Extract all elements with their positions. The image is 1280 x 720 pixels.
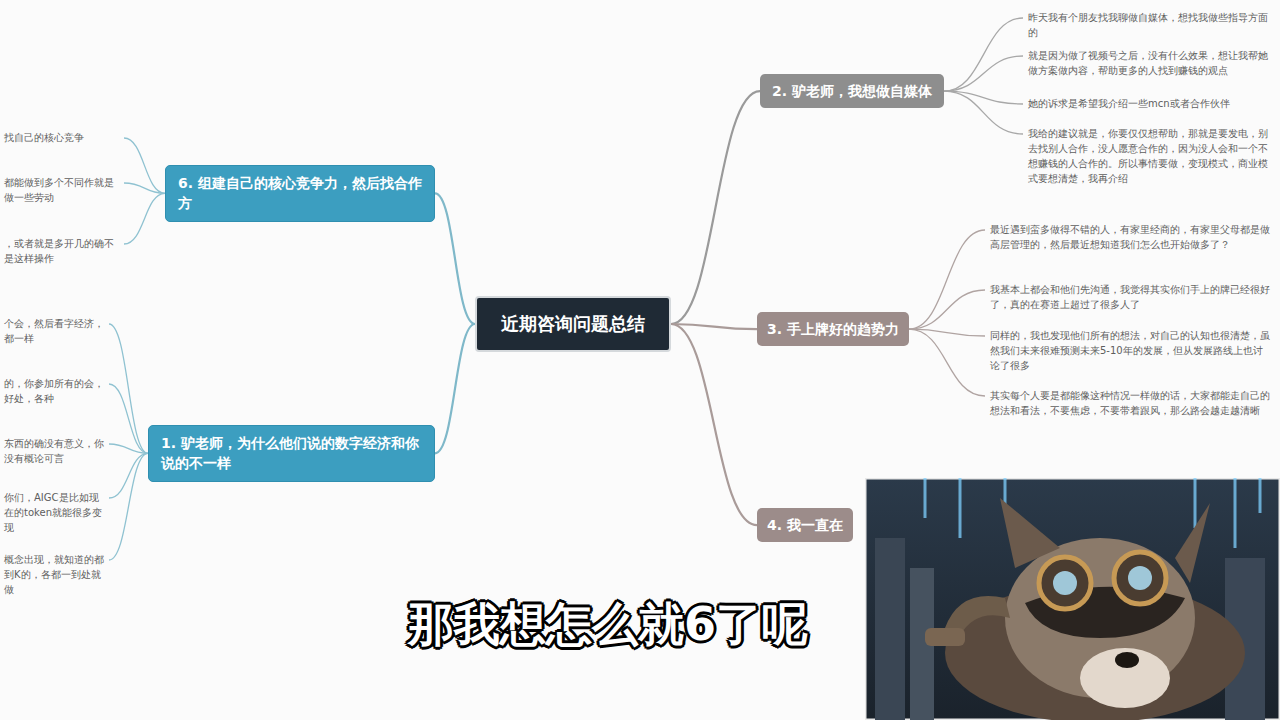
leaf-note: 我给的建议就是，你要仅仅想帮助，那就是要发电，别去找别人合作，没人愿意合作的，因…	[1028, 126, 1273, 186]
note-text: 我给的建议就是，你要仅仅想帮助，那就是要发电，别去找别人合作，没人愿意合作的，因…	[1028, 126, 1273, 186]
video-overlay	[865, 478, 1280, 720]
topic-text: 1. 驴老师，为什么他们说的数字经济和你说的不一样	[161, 433, 422, 474]
branch-connector	[109, 444, 148, 453]
note-text: 其实每个人要是都能像这种情况一样做的话，大家都能走自己的想法和看法，不要焦虑，不…	[990, 388, 1270, 418]
note-text: 找自己的核心竞争	[4, 130, 119, 145]
branch-connector	[909, 329, 985, 396]
branch-connector	[671, 91, 760, 324]
branch-connector	[109, 453, 148, 560]
branch-connector	[435, 193, 475, 324]
note-text: 的，你参加所有的会，好处，各种	[4, 376, 104, 406]
leaf-note: ，或者就是多开几的确不是这样操作	[4, 236, 119, 266]
note-text: 概念出现，就知道的都到K的，各都一到处就做	[4, 552, 104, 597]
note-text: 东西的确没有意义，你没有概论可言	[4, 436, 104, 466]
branch-connector	[944, 91, 1023, 134]
leaf-note: 其实每个人要是都能像这种情况一样做的话，大家都能走自己的想法和看法，不要焦虑，不…	[990, 388, 1270, 418]
branch-connector	[109, 384, 148, 453]
leaf-note: 的，你参加所有的会，好处，各种	[4, 376, 104, 406]
note-text: 你们，AIGC是比如现在的token就能很多变现	[4, 490, 104, 535]
note-text: 昨天我有个朋友找我聊做自媒体，想找我做些指导方面的	[1028, 10, 1273, 40]
topic-text: 3. 手上牌好的趋势力	[767, 319, 899, 339]
note-text: 最近遇到蛮多做得不错的人，有家里经商的，有家里父母都是做高层管理的，然后最近想知…	[990, 222, 1270, 252]
branch-connector	[909, 290, 985, 329]
leaf-note: 找自己的核心竞争	[4, 130, 119, 145]
branch-connector	[124, 183, 165, 193]
note-text: 都能做到多个不同作就是做一些劳动	[4, 175, 119, 205]
branch-connector	[109, 324, 148, 453]
leaf-note: 个会，然后看字经济，都一样	[4, 316, 104, 346]
branch-connector	[944, 18, 1023, 91]
note-text: 她的诉求是希望我介绍一些mcn或者合作伙伴	[1028, 96, 1273, 111]
note-text: 同样的，我也发现他们所有的想法，对自己的认知也很清楚，虽然我们未来很难预测未来5…	[990, 328, 1270, 373]
topic-text: 6. 组建自己的核心竞争力，然后找合作方	[178, 173, 422, 214]
leaf-note: 你们，AIGC是比如现在的token就能很多变现	[4, 490, 104, 535]
branch-connector	[671, 324, 757, 525]
leaf-note: 东西的确没有意义，你没有概论可言	[4, 436, 104, 466]
branch-box: 3. 手上牌好的趋势力	[757, 312, 909, 346]
branch-connector	[944, 56, 1023, 91]
leaf-note: 最近遇到蛮多做得不错的人，有家里经商的，有家里父母都是做高层管理的，然后最近想知…	[990, 222, 1270, 252]
branch-connector	[909, 230, 985, 329]
branch-connector	[909, 329, 985, 336]
leaf-note: 同样的，我也发现他们所有的想法，对自己的认知也很清楚，虽然我们未来很难预测未来5…	[990, 328, 1270, 373]
branch-connector	[109, 453, 148, 498]
leaf-note: 概念出现，就知道的都到K的，各都一到处就做	[4, 552, 104, 597]
topic-text: 4. 我一直在	[767, 515, 843, 535]
topic-text: 近期咨询问题总结	[501, 312, 645, 336]
branch-box: 4. 我一直在	[757, 508, 853, 542]
note-text: ，或者就是多开几的确不是这样操作	[4, 236, 119, 266]
leaf-note: 都能做到多个不同作就是做一些劳动	[4, 175, 119, 205]
note-text: 个会，然后看字经济，都一样	[4, 316, 104, 346]
branch-box: 1. 驴老师，为什么他们说的数字经济和你说的不一样	[148, 425, 435, 482]
branch-connector	[124, 138, 165, 193]
branch-connector	[124, 193, 165, 244]
leaf-note: 她的诉求是希望我介绍一些mcn或者合作伙伴	[1028, 96, 1273, 111]
leaf-note: 就是因为做了视频号之后，没有什么效果，想让我帮她做方案做内容，帮助更多的人找到赚…	[1028, 48, 1273, 78]
leaf-note: 昨天我有个朋友找我聊做自媒体，想找我做些指导方面的	[1028, 10, 1273, 40]
branch-box: 6. 组建自己的核心竞争力，然后找合作方	[165, 165, 435, 222]
central-topic: 近期咨询问题总结	[475, 296, 671, 352]
subtitle: 那我想怎么就6了呢	[408, 594, 808, 656]
note-text: 我基本上都会和他们先沟通，我觉得其实你们手上的牌已经很好了，真的在赛道上超过了很…	[990, 282, 1270, 312]
branch-connector	[435, 324, 475, 453]
topic-text: 2. 驴老师，我想做自媒体	[772, 81, 932, 101]
note-text: 就是因为做了视频号之后，没有什么效果，想让我帮她做方案做内容，帮助更多的人找到赚…	[1028, 48, 1273, 78]
leaf-note: 我基本上都会和他们先沟通，我觉得其实你们手上的牌已经很好了，真的在赛道上超过了很…	[990, 282, 1270, 312]
branch-box: 2. 驴老师，我想做自媒体	[760, 74, 944, 108]
branch-connector	[671, 324, 757, 329]
